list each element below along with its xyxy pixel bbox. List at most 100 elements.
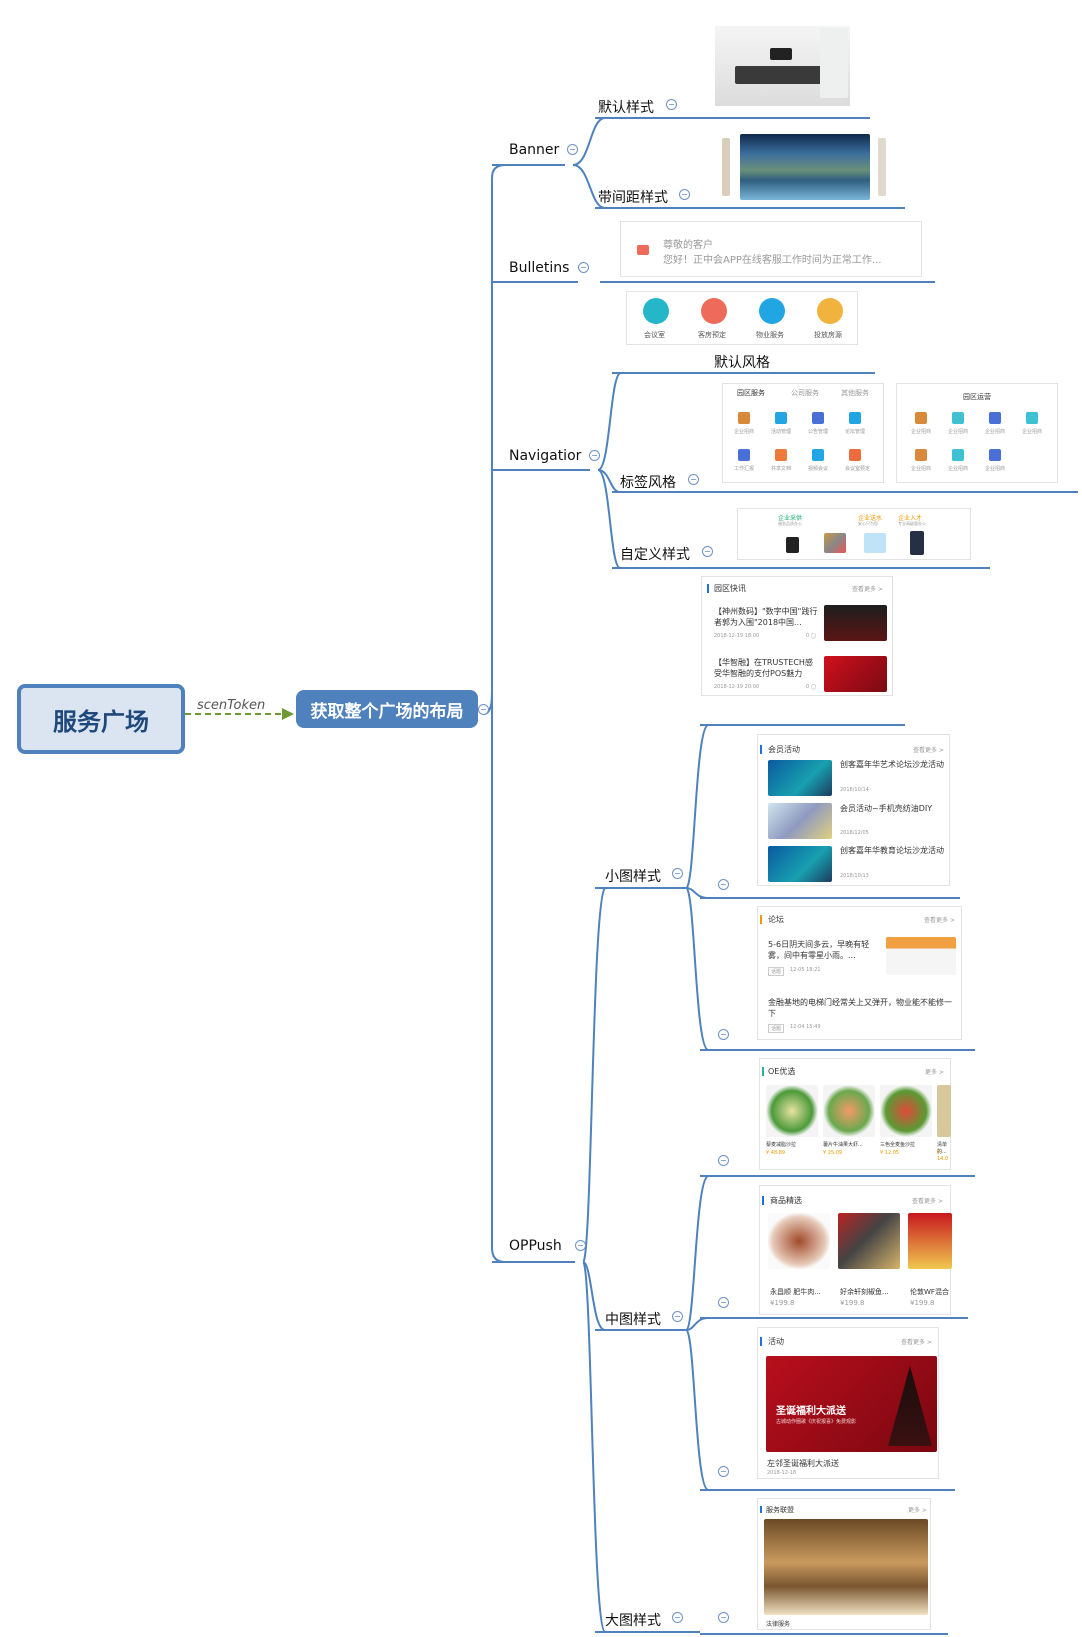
member-item-2-text[interactable]: 创客嘉年华教育论坛沙龙活动 <box>840 846 944 855</box>
medium-to-oe <box>685 1175 709 1331</box>
activity-card: 活动 查看更多 > 圣诞福利大派送 古城动作圈歌《庆祝报喜》免费观影 左邻圣诞福… <box>757 1327 939 1479</box>
member-accent-bar <box>760 745 762 754</box>
activity-banner-title: 圣诞福利大派送 <box>776 1406 846 1417</box>
property-service-icon[interactable] <box>759 298 785 324</box>
goods-item-2-price: ¥199.8 <box>910 1299 935 1307</box>
tab-item-icon-0 <box>738 412 750 424</box>
tab-item-icon-2 <box>812 412 824 424</box>
collapse-activity[interactable]: − <box>718 1466 729 1477</box>
goods-item-0-price: ¥199.8 <box>770 1299 795 1307</box>
forum-item-0-tag: 话题 <box>768 967 785 976</box>
collapse-nav-tab[interactable]: − <box>688 474 699 485</box>
collapse-service[interactable]: − <box>718 1612 729 1623</box>
collapse-goods[interactable]: − <box>718 1297 729 1308</box>
goods-item-2-name: 伦敦WF混合 <box>910 1288 949 1296</box>
nav-tab-card: 园区服务 公司服务 其他服务 企业招商 活动管理 公告管理 论坛管理 工作汇报 … <box>722 383 884 483</box>
room-booking-icon[interactable] <box>701 298 727 324</box>
nav-tab-2[interactable]: 其他服务 <box>841 389 869 397</box>
collapse-forum[interactable]: − <box>718 1029 729 1040</box>
topic-nav-default[interactable]: 默认风格 <box>714 355 770 371</box>
collapse-banner-gap[interactable]: − <box>679 189 690 200</box>
arrow-head-icon <box>282 708 294 720</box>
bulletin-card[interactable]: 尊敬的客户 您好！正中会APP在线客服工作时间为正常工作... <box>620 221 922 277</box>
news-item-0-date: 2018-12-19 18:00 <box>714 633 760 639</box>
nav-tab-1[interactable]: 公司服务 <box>791 389 819 397</box>
oppush-to-medium <box>582 1261 606 1331</box>
collapse-main[interactable]: − <box>478 704 489 715</box>
member-item-1-text[interactable]: 会员活动~手机壳纺油DIY <box>840 804 933 813</box>
panel-icon-0 <box>915 412 927 424</box>
goods-item-0-name: 永昌顺 肥牛肉... <box>770 1288 821 1296</box>
meeting-room-icon[interactable] <box>643 298 669 324</box>
forum-item-1-tag: 话题 <box>768 1024 785 1033</box>
weather-image <box>886 937 956 975</box>
member-item-0-text[interactable]: 创客嘉年华艺术论坛沙龙活动 <box>840 760 944 769</box>
forum-item-0-text[interactable]: 5-6日阴天间多云，早晚有轻雾，间中有零星小雨。... <box>768 940 870 960</box>
oe-item-2-image <box>880 1085 932 1137</box>
listing-icon[interactable] <box>817 298 843 324</box>
custom-sub-2: 专业高级版办公 <box>898 521 926 526</box>
forum-item-0-time: 12-05 18:21 <box>790 967 821 973</box>
panel-label-6: 企业招商 <box>985 466 1006 472</box>
forum-accent-bar <box>760 915 762 924</box>
collapse-small[interactable]: − <box>672 868 683 879</box>
nav-default-label-3: 投放房源 <box>814 331 842 339</box>
forum-item-1-text[interactable]: 金融基地的电梯门经常关上又弹开，物业能不能修一下 <box>768 998 952 1018</box>
collapse-oppush[interactable]: − <box>575 1240 586 1251</box>
small-to-news <box>685 724 709 889</box>
custom-title-0: 企业采供 <box>778 515 803 522</box>
collapse-navigation[interactable]: − <box>589 450 600 461</box>
collapse-nav-custom[interactable]: − <box>702 546 713 557</box>
topic-medium[interactable]: 中图样式 <box>605 1312 661 1328</box>
printer-image <box>786 537 799 553</box>
goods-item-1-name: 好余轩刻椒鱼... <box>840 1288 889 1296</box>
root-node[interactable]: 服务广场 <box>17 684 185 754</box>
member-item-1-image <box>768 803 832 839</box>
medium-to-activity <box>685 1329 709 1491</box>
topic-navigation[interactable]: Navigatior <box>509 448 582 464</box>
news-item-0-text[interactable]: 【神州数码】"数字中国"践行者郭为入围"2018中国... <box>714 607 818 627</box>
nav-default-label-0: 会议室 <box>644 331 665 339</box>
topic-banner[interactable]: Banner <box>509 142 560 158</box>
news-item-1-text[interactable]: 【华智融】在TRUSTECH感受华智融的支付POS魅力 <box>714 658 813 678</box>
main-topic-node[interactable]: 获取整个广场的布局 <box>296 690 478 728</box>
member-title: 会员活动 <box>768 745 800 754</box>
collapse-oe[interactable]: − <box>718 1155 729 1166</box>
collapse-large[interactable]: − <box>672 1612 683 1623</box>
collapse-bulletins[interactable]: − <box>578 262 589 273</box>
collapse-banner[interactable]: − <box>567 144 578 155</box>
topic-oppush[interactable]: OPPush <box>509 1238 562 1254</box>
topic-nav-custom[interactable]: 自定义样式 <box>620 547 690 563</box>
oe-item-1-price: ¥ 25.09 <box>823 1150 843 1156</box>
topic-banner-default[interactable]: 默认样式 <box>598 100 654 116</box>
collapse-medium[interactable]: − <box>672 1311 683 1322</box>
water-bottles-image <box>864 533 886 553</box>
collapse-banner-default[interactable]: − <box>666 99 677 110</box>
topic-bulletins[interactable]: Bulletins <box>509 260 570 276</box>
activity-more-link[interactable]: 查看更多 > <box>901 1339 932 1346</box>
panel-label-5: 企业招商 <box>948 466 969 472</box>
screen-shape <box>770 48 792 60</box>
forum-title: 论坛 <box>768 915 784 924</box>
collapse-member[interactable]: − <box>718 879 729 890</box>
news-more-link[interactable]: 查看更多 > <box>852 586 883 593</box>
activity-accent-bar <box>760 1337 762 1346</box>
activity-caption[interactable]: 左邻圣诞福利大派送 <box>767 1459 839 1468</box>
meeting-table-shape <box>735 66 830 84</box>
edge-label-scentoken: scenToken <box>197 698 266 713</box>
topic-banner-gap[interactable]: 带间距样式 <box>598 190 668 206</box>
nav-tab-0[interactable]: 园区服务 <box>737 389 765 397</box>
topic-small[interactable]: 小图样式 <box>605 869 661 885</box>
member-more-link[interactable]: 查看更多 > <box>913 747 944 754</box>
topic-large[interactable]: 大图样式 <box>605 1613 661 1629</box>
member-item-0-date: 2018/10/14 <box>840 787 869 793</box>
goods-more-link[interactable]: 查看更多 > <box>912 1198 943 1205</box>
custom-title-1: 企业送水 <box>858 515 883 522</box>
panel-label-3: 企业招商 <box>1022 429 1043 435</box>
service-more-link[interactable]: 更多 > <box>908 1507 927 1514</box>
forum-more-link[interactable]: 查看更多 > <box>924 917 955 924</box>
oe-more-link[interactable]: 更多 > <box>925 1069 944 1076</box>
oe-item-0-price: ¥ 48.89 <box>766 1150 786 1156</box>
topic-nav-tab[interactable]: 标签风格 <box>620 475 676 491</box>
